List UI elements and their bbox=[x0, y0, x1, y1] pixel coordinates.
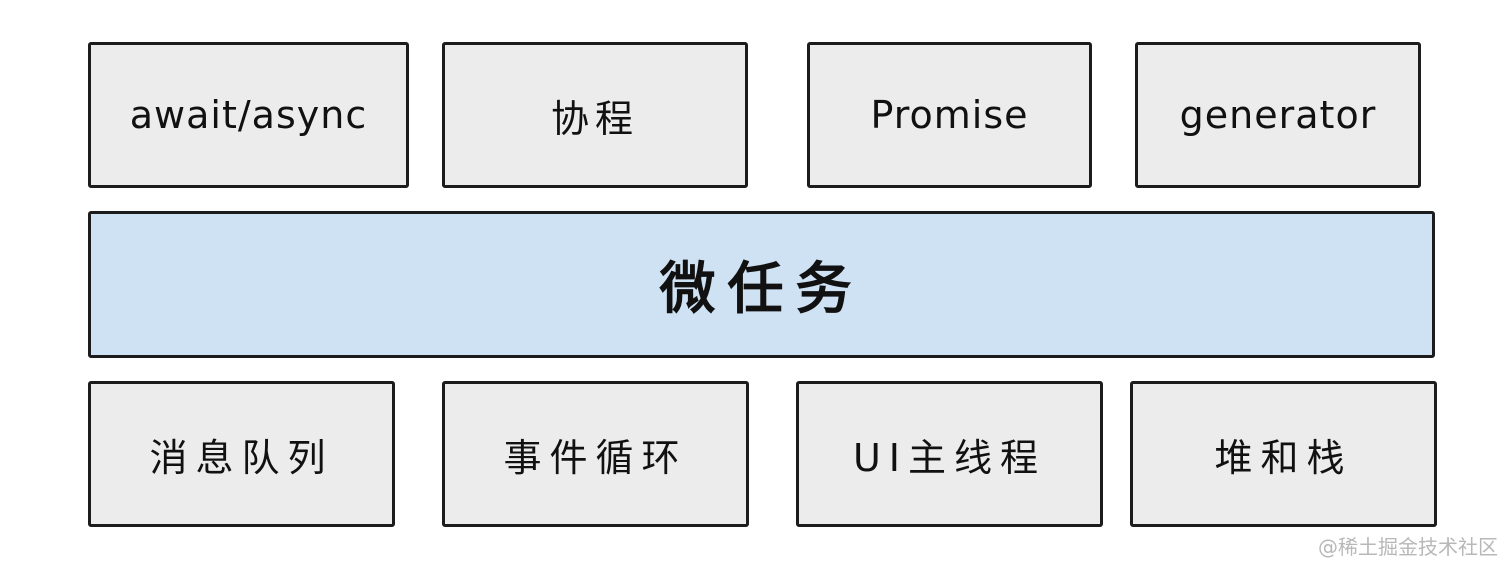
promise-box: Promise bbox=[807, 42, 1092, 188]
generator-label: generator bbox=[1179, 93, 1377, 137]
await-async-label: await/async bbox=[129, 93, 368, 137]
heap-and-stack-label: 堆和栈 bbox=[1214, 435, 1353, 480]
microtask-label: 微任务 bbox=[659, 257, 864, 322]
generator-box: generator bbox=[1135, 42, 1421, 188]
heap-and-stack-box: 堆和栈 bbox=[1130, 381, 1437, 527]
watermark: @稀土掘金技术社区 bbox=[1318, 535, 1498, 559]
microtask-box: 微任务 bbox=[88, 211, 1435, 358]
coroutine-label: 协程 bbox=[550, 96, 639, 141]
event-loop-label: 事件循环 bbox=[503, 435, 688, 480]
message-queue-label: 消息队列 bbox=[149, 435, 334, 480]
message-queue-box: 消息队列 bbox=[88, 381, 395, 527]
coroutine-box: 协程 bbox=[442, 42, 748, 188]
event-loop-box: 事件循环 bbox=[442, 381, 749, 527]
promise-label: Promise bbox=[870, 93, 1029, 137]
ui-main-thread-label: UI主线程 bbox=[852, 435, 1047, 480]
ui-main-thread-box: UI主线程 bbox=[796, 381, 1103, 527]
await-async-box: await/async bbox=[88, 42, 409, 188]
